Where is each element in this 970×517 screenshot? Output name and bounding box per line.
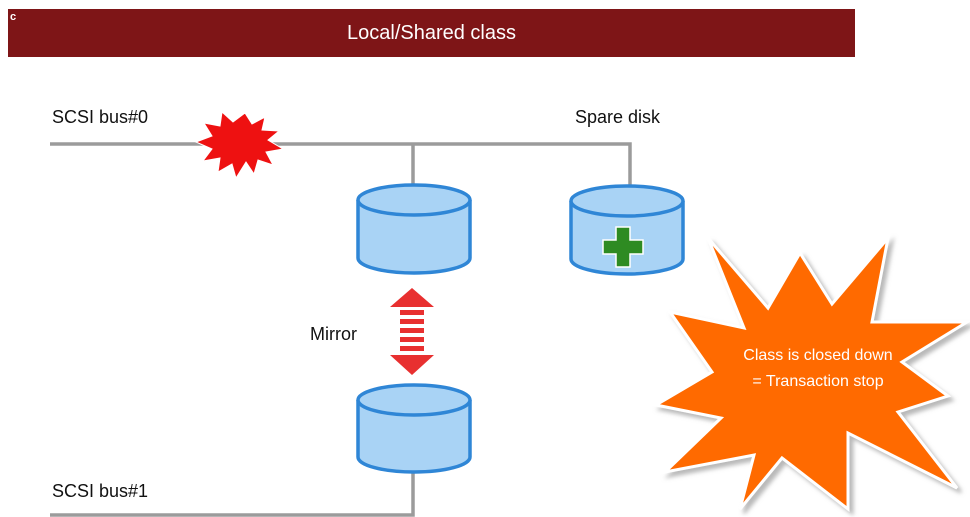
mirror-label: Mirror bbox=[310, 324, 357, 344]
disk-icon bbox=[356, 183, 472, 275]
bus0-label: SCSI bus#0 bbox=[52, 107, 149, 127]
mirror-disk-icon bbox=[356, 383, 472, 474]
callout-text: Class is closed down = Transaction stop bbox=[700, 343, 936, 395]
page-title: Local/Shared class bbox=[347, 22, 516, 44]
plus-icon bbox=[602, 226, 644, 268]
bus1-line bbox=[50, 470, 415, 517]
bus1-label: SCSI bus#1 bbox=[52, 481, 149, 501]
callout-line-2: = Transaction stop bbox=[752, 373, 884, 390]
bus0-line bbox=[50, 142, 632, 190]
title-bar: c Local/Shared class bbox=[8, 9, 855, 57]
spare-disk-icon bbox=[569, 184, 685, 276]
callout-line-1: Class is closed down bbox=[743, 347, 893, 364]
callout-burst-icon bbox=[651, 232, 970, 513]
error-burst-icon bbox=[194, 110, 285, 180]
spare-disk-label: Spare disk bbox=[575, 107, 661, 127]
corner-mark: c bbox=[10, 11, 17, 23]
mirror-arrow-icon bbox=[390, 288, 434, 375]
